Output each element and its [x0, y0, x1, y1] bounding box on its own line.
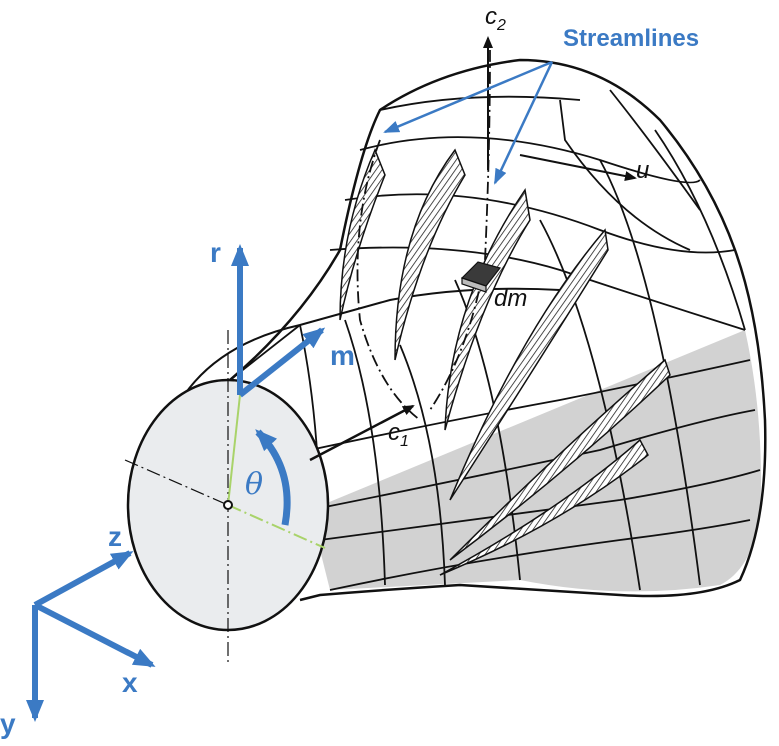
surface-grid [229, 89, 761, 591]
blade-1 [339, 148, 386, 321]
x-axis-arrow [33, 602, 156, 668]
y-label: y [0, 708, 16, 739]
origin-point [223, 500, 233, 510]
hub-top-edge [174, 287, 561, 411]
global-axes [26, 550, 156, 722]
z-axis-arrow [33, 550, 134, 608]
c1-label: c1 [388, 419, 409, 450]
blade-5 [449, 358, 671, 561]
streamlines-pointer-2 [493, 61, 554, 185]
theta-label: θ [245, 467, 263, 502]
c1-vector [309, 404, 415, 462]
streamlines-label: Streamlines [563, 25, 699, 52]
blade-3 [444, 188, 531, 431]
x-label: x [122, 667, 138, 698]
c2-label: c2 [485, 3, 506, 34]
streamlines-pointer-1 [383, 60, 553, 134]
m-label: m [330, 340, 355, 371]
blade-4 [449, 228, 609, 501]
r-label: r [210, 237, 221, 268]
z-label: z [108, 521, 122, 552]
streamline-dashdot [356, 139, 421, 421]
theta-arc-arrow [255, 429, 291, 526]
u-label: u [636, 157, 649, 184]
centerlines [124, 330, 229, 665]
blade-2 [394, 148, 466, 361]
dm-label: dm [494, 285, 527, 312]
blades [339, 148, 671, 576]
m-axis-arrow [238, 327, 326, 398]
dm-element [460, 261, 502, 293]
streamline-mid [429, 49, 491, 411]
blade-6 [439, 438, 649, 576]
radius-lines [227, 394, 326, 549]
u-vector [519, 154, 637, 181]
